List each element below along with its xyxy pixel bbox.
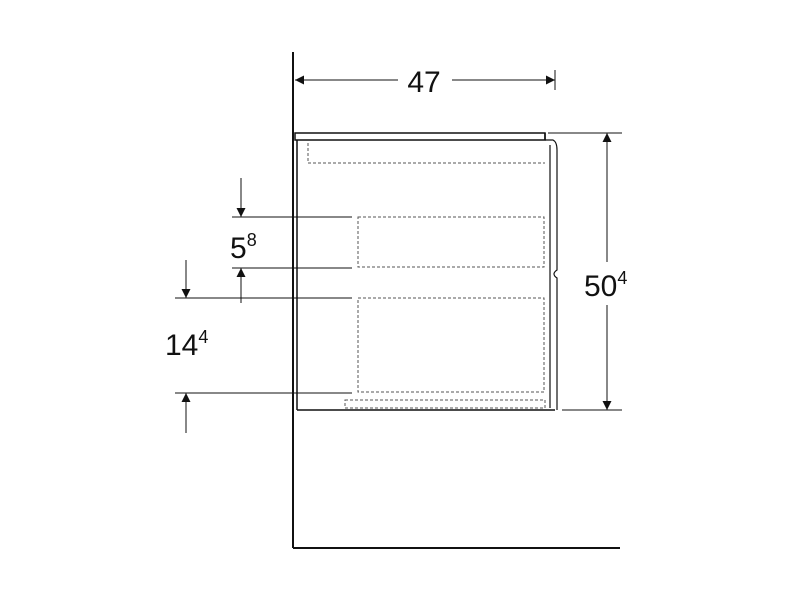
width-label: 47 [407, 66, 440, 99]
base-strip-outline [344, 399, 546, 409]
lower-drawer-outline [357, 297, 545, 393]
bottom-offset-label: 144 [165, 327, 208, 362]
width-dimension: 47 [295, 66, 556, 99]
cabinet-front-panel [545, 139, 558, 410]
bottom-offset-dimension: 144 [165, 260, 352, 433]
drawer-gap-label: 58 [230, 230, 257, 265]
height-label: 504 [584, 268, 627, 303]
drawer-gap-dimension: 58 [230, 178, 352, 303]
height-dimension: 504 [548, 132, 627, 411]
upper-drawer-outline [357, 216, 545, 268]
cabinet-body [294, 132, 555, 411]
hidden-drawer-lines [307, 143, 546, 409]
